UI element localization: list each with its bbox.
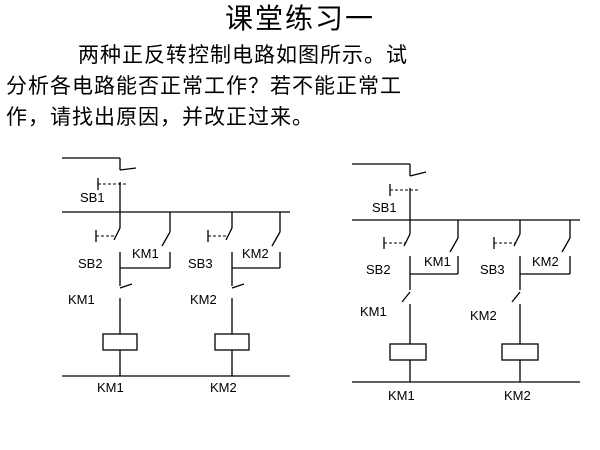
question-text: 两种正反转控制电路如图所示。试 分析各电路能否正常工作？若不能正常工 作，请找出… [6,40,596,133]
circuit-diagram-left: SB1 SB2 KM1 SB3 KM2 KM1 KM2 KM1 KM2 [62,157,290,395]
label-km1-interlock-left: KM1 [68,292,95,307]
label-coil-km1-left: KM1 [97,380,124,395]
label-sb3-right: SB3 [480,262,505,277]
label-km2-interlock-right: KM2 [470,308,497,323]
label-km2-interlock-left: KM2 [190,292,217,307]
label-km1-interlock-right: KM1 [360,304,387,319]
question-line-3: 作，请找出原因，并改正过来。 [6,105,314,129]
wiring-right [352,163,580,383]
label-sb1-right: SB1 [372,200,397,215]
label-km1-hold-right: KM1 [424,254,451,269]
label-coil-km2-right: KM2 [504,388,531,403]
label-km1-hold-left: KM1 [132,246,159,261]
question-line-2: 分析各电路能否正常工作？若不能正常工 [6,74,402,98]
label-sb2-right: SB2 [366,262,391,277]
slide-title: 课堂练习一 [224,2,375,35]
label-sb2-left: SB2 [78,256,103,271]
label-sb3-left: SB3 [188,256,213,271]
label-sb1-left: SB1 [80,190,105,205]
label-km2-hold-left: KM2 [242,246,269,261]
wiring-left [62,157,290,377]
label-coil-km2-left: KM2 [210,380,237,395]
label-coil-km1-right: KM1 [388,388,415,403]
circuit-diagram-right: SB1 SB2 KM1 SB3 KM2 KM1 KM2 KM1 KM2 [352,163,580,403]
question-line-1: 两种正反转控制电路如图所示。试 [78,43,408,67]
label-km2-hold-right: KM2 [532,254,559,269]
